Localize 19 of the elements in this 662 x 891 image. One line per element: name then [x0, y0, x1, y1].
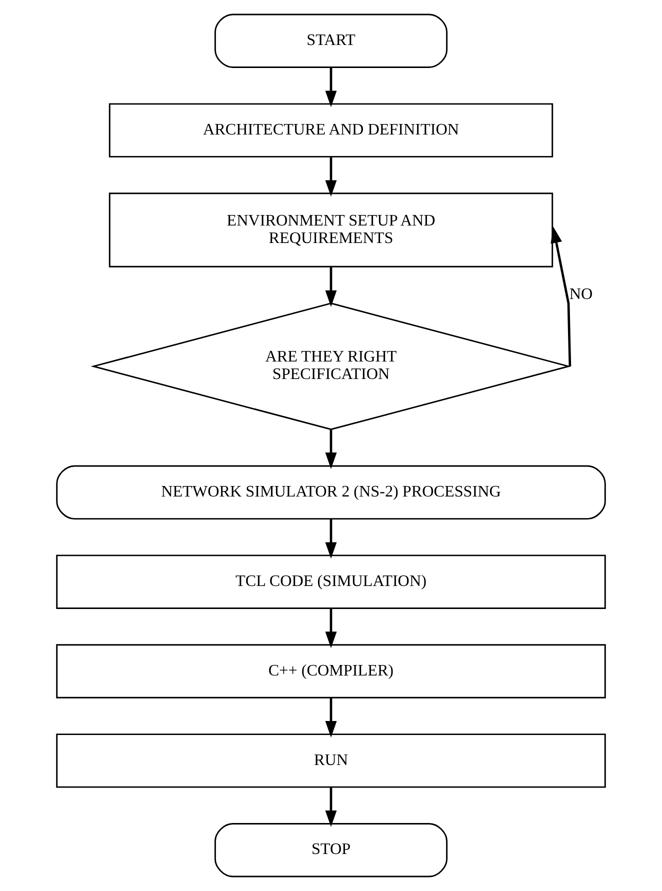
node-box: TCL CODE (SIMULATION) — [56, 554, 606, 609]
node-box: STOP — [214, 822, 448, 878]
node-box: C++ (COMPILER) — [56, 644, 606, 698]
node-box: ENVIRONMENT SETUP AND REQUIREMENTS — [108, 192, 554, 268]
arrow — [325, 608, 337, 648]
arrow — [325, 267, 337, 307]
arrow — [325, 698, 337, 738]
arrow — [325, 67, 337, 108]
node-box: START — [214, 14, 448, 68]
arrow — [325, 518, 337, 559]
node-box: RUN — [56, 734, 606, 788]
edge-label: NO — [569, 286, 593, 303]
arrow — [325, 157, 337, 197]
arrow — [550, 226, 572, 366]
node-diamond: ARE THEY RIGHT SPECIFICATION — [90, 302, 572, 430]
arrow — [325, 429, 337, 469]
arrow — [325, 787, 337, 827]
node-box: NETWORK SIMULATOR 2 (NS-2) PROCESSING — [56, 465, 606, 520]
node-box: ARCHITECTURE AND DEFINITION — [108, 103, 554, 158]
